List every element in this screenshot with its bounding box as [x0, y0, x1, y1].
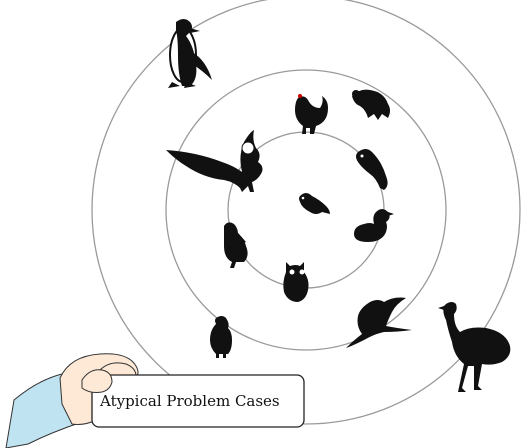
label-text: Atypical Problem Cases [99, 392, 280, 410]
eagle-icon [166, 130, 263, 192]
penguin-icon [168, 19, 212, 88]
outer-ring [92, 0, 520, 424]
parrot-icon [356, 149, 388, 190]
chicken-icon [295, 94, 328, 134]
ostrich-icon [438, 302, 510, 392]
sparrow-icon [299, 193, 330, 214]
heron-icon [346, 298, 412, 349]
pelican-icon [224, 222, 248, 268]
owl-icon [283, 262, 308, 302]
vulture-standing-icon [210, 316, 232, 358]
duck-icon [354, 209, 394, 242]
